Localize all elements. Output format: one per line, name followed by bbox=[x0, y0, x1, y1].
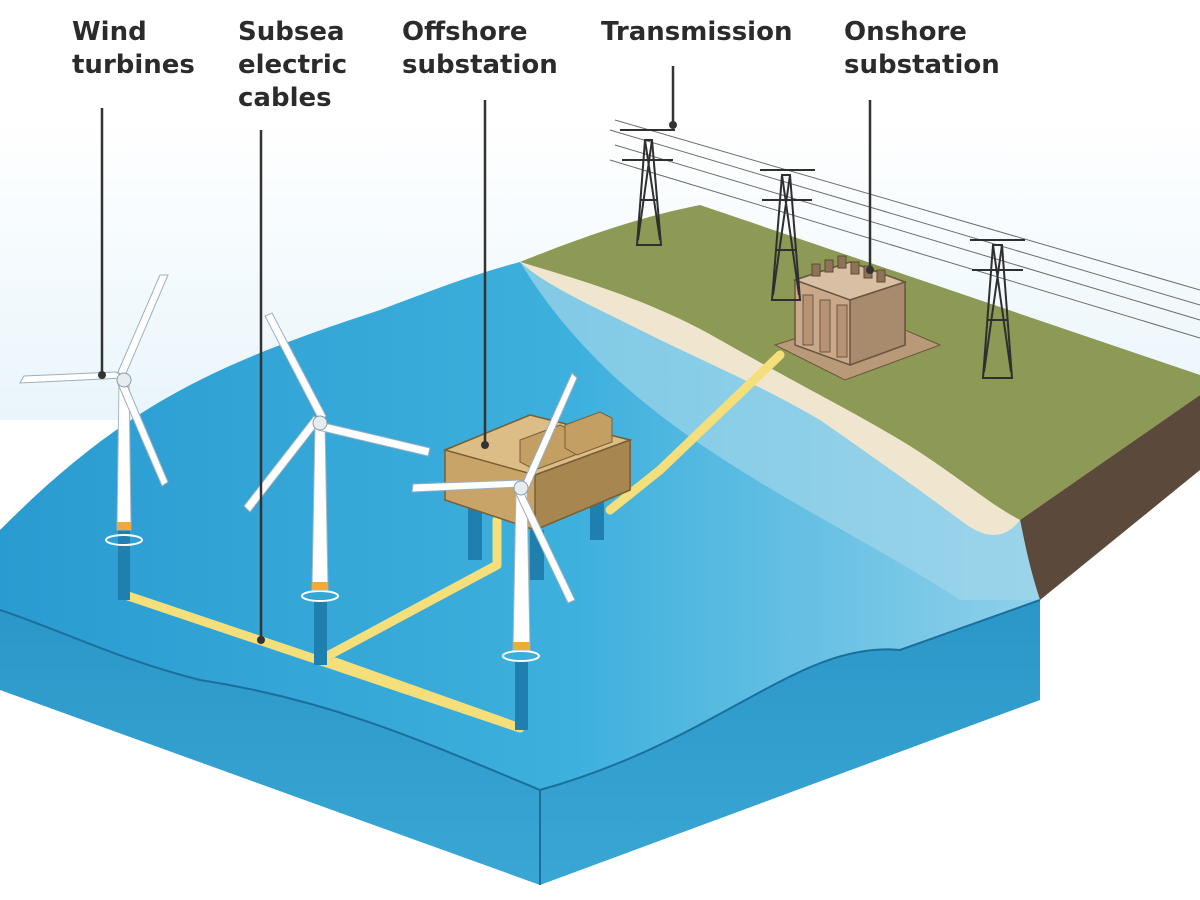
cable-turbine2-branch bbox=[315, 515, 502, 665]
label-wind-turbines: Wind turbines bbox=[72, 16, 195, 82]
turbine-3-band bbox=[513, 642, 530, 650]
transmission-tower-3 bbox=[970, 239, 1025, 379]
label-line: Onshore bbox=[844, 17, 967, 47]
transmission-tower-2 bbox=[760, 169, 815, 301]
label-line: electric bbox=[238, 50, 348, 80]
label-line: substation bbox=[844, 50, 1000, 80]
sea-front-wave-line bbox=[0, 599, 1041, 792]
offshore-leg-1 bbox=[468, 500, 482, 560]
turbine-3-rotor bbox=[411, 372, 578, 604]
cable-offshore-to-onshore bbox=[605, 350, 785, 515]
label-line: cables bbox=[238, 83, 332, 113]
offshore-equipment-2 bbox=[564, 411, 613, 456]
leader-lines bbox=[100, 66, 872, 640]
offshore-leg-3 bbox=[590, 495, 604, 540]
turbine-3-foundation bbox=[515, 660, 528, 730]
turbine-2-ripple bbox=[301, 590, 339, 602]
transmission-tower-1 bbox=[620, 129, 675, 246]
turbine-2-hub bbox=[312, 415, 328, 431]
land-side bbox=[1020, 395, 1200, 600]
wind-turbine-1 bbox=[19, 274, 169, 600]
wind-turbine-3 bbox=[411, 372, 578, 730]
turbine-1-foundation bbox=[118, 520, 130, 600]
cable-junction-to-turbine3 bbox=[330, 657, 525, 733]
offshore-substation bbox=[442, 411, 633, 580]
label-offshore-substation: Offshore substation bbox=[402, 16, 558, 82]
turbine-2-foundation bbox=[314, 600, 327, 665]
turbine-1-band bbox=[117, 522, 131, 530]
label-subsea-cables: Subsea electric cables bbox=[238, 16, 347, 115]
turbine-3-hub bbox=[513, 480, 529, 496]
label-line: Wind bbox=[72, 17, 147, 47]
turbine-1-hub bbox=[116, 372, 132, 388]
turbine-2-band bbox=[312, 582, 328, 590]
turbine-2-tower bbox=[311, 424, 329, 591]
label-line: Subsea bbox=[238, 17, 345, 47]
shallow-water bbox=[520, 262, 1040, 600]
onshore-building-side bbox=[849, 280, 906, 367]
label-line: Offshore bbox=[402, 17, 528, 47]
label-line: substation bbox=[402, 50, 558, 80]
turbine-3-ripple bbox=[502, 650, 540, 662]
onshore-columns bbox=[802, 294, 848, 358]
wind-turbine-2 bbox=[243, 312, 431, 665]
label-onshore-substation: Onshore substation bbox=[844, 16, 1000, 82]
label-line: turbines bbox=[72, 50, 195, 80]
sea-front-side bbox=[0, 600, 1040, 885]
turbine-1-ripple bbox=[105, 534, 143, 546]
leader-endpoints bbox=[98, 121, 874, 644]
label-line: Transmission bbox=[601, 17, 793, 47]
offshore-platform-side bbox=[534, 438, 631, 532]
onshore-substation bbox=[773, 255, 942, 381]
beach bbox=[520, 262, 1020, 535]
transmission-lines bbox=[609, 119, 1200, 339]
label-transmission: Transmission bbox=[601, 16, 792, 49]
